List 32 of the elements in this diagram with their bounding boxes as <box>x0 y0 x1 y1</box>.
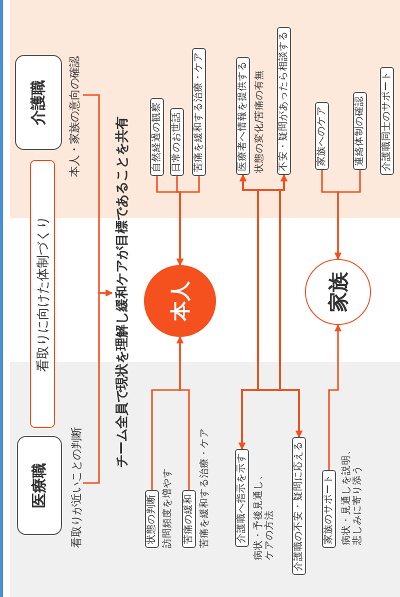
task-box: 自然経過の観察 <box>150 98 164 176</box>
note-text: 苦痛を緩和する治療・ケア <box>199 427 210 548</box>
role-box: 介護職 <box>15 55 62 150</box>
task-box: 介護職同士のサポート <box>380 67 394 175</box>
person-circle: 本人 <box>144 265 216 337</box>
task-box: 状態の判断 <box>145 490 159 548</box>
task-box: 不安・疑問があったら相談する <box>277 27 291 175</box>
family-circle: 家族 <box>305 259 371 325</box>
task-box: 家族へのケア <box>315 102 329 170</box>
arrow <box>279 175 302 438</box>
title-box: 看取りに向けた体制づくり <box>30 160 55 428</box>
role-box: 医療職 <box>17 436 62 535</box>
goal-text: チーム全員で現状を理解し緩和ケアが目標であることを共有 <box>113 82 131 502</box>
note-text: 病状・見通しを説明、悲しみに寄り添う <box>341 444 363 545</box>
arrow <box>176 176 200 266</box>
note-text: 看取りが近いことの判断 <box>69 398 83 548</box>
arrow <box>334 170 361 260</box>
note-text: 本人・家族の意向の確認 <box>67 17 81 177</box>
note-text: 病状・予後見通し、ケアの方法 <box>253 469 275 560</box>
arrow <box>83 94 113 296</box>
task-box: 苦痛を緩和する治療・ケア <box>192 48 206 176</box>
arrow <box>328 324 342 470</box>
task-box: 連絡体制の確認 <box>353 92 367 170</box>
note-text: 状態の変化/苦痛の有無 <box>254 68 265 173</box>
task-box: 家族のサポート <box>322 470 336 548</box>
arrow <box>176 336 190 490</box>
task-box: 介護職へ指示を示す <box>235 449 249 547</box>
task-box: 医療者へ情報を提供する <box>236 57 250 175</box>
task-box: 日常のお世話 <box>170 108 184 176</box>
note-text: 訪問頻度を増やす <box>162 467 173 548</box>
task-box: 介護職の不安・疑問に応える <box>292 437 306 575</box>
task-box: 苦痛の緩和 <box>182 490 196 548</box>
